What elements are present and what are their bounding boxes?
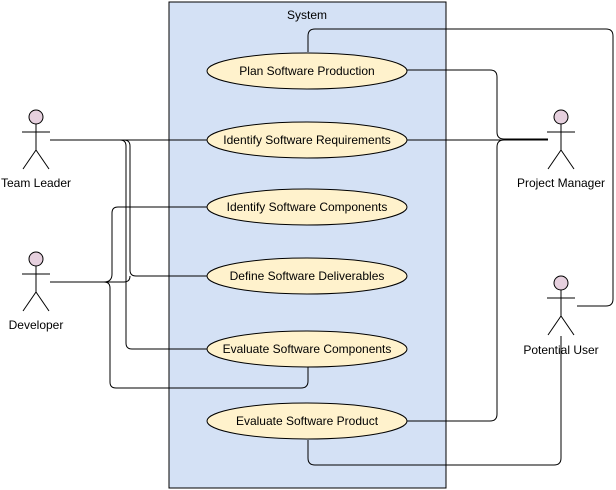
use-case-label: Plan Software Production — [239, 64, 374, 78]
connector-potential-user-plan-software-production — [307, 28, 614, 307]
use-case-evaluate-software-components[interactable]: Evaluate Software Components — [206, 330, 408, 368]
use-case-plan-software-production[interactable]: Plan Software Production — [206, 52, 408, 90]
actor-project-manager[interactable]: Project Manager — [517, 109, 605, 190]
stick-figure-icon — [22, 251, 50, 312]
actors: Team Leader Developer Project Manager — [1, 109, 605, 357]
use-case-label: Identify Software Components — [227, 200, 388, 214]
connector-team-leader-define-software-deliverables — [50, 139, 208, 277]
use-cases: Plan Software Production Identify Softwa… — [206, 52, 408, 440]
actor-label: Team Leader — [1, 176, 71, 190]
actor-developer[interactable]: Developer — [9, 251, 64, 332]
connector-developer-define-software-deliverables — [50, 275, 131, 283]
use-case-label: Identify Software Requirements — [223, 133, 390, 147]
use-case-identify-software-components[interactable]: Identify Software Components — [206, 188, 408, 226]
use-case-label: Evaluate Software Product — [236, 414, 379, 428]
connector-potential-user-evaluate-software-product — [307, 336, 562, 466]
use-case-label: Define Software Deliverables — [230, 269, 385, 283]
system-label: System — [287, 8, 327, 22]
use-case-evaluate-software-product[interactable]: Evaluate Software Product — [206, 402, 408, 440]
stick-figure-icon — [547, 275, 575, 336]
actor-label: Project Manager — [517, 176, 605, 190]
use-case-identify-software-requirements[interactable]: Identify Software Requirements — [206, 121, 408, 159]
actor-potential-user[interactable]: Potential User — [523, 275, 599, 357]
actor-team-leader[interactable]: Team Leader — [1, 109, 71, 190]
stick-figure-icon — [547, 109, 575, 170]
connector-project-manager-evaluate-software-product — [405, 139, 505, 422]
use-case-label: Evaluate Software Components — [223, 342, 392, 356]
connector-team-leader-evaluate-software-components — [119, 139, 208, 350]
actor-label: Potential User — [523, 343, 598, 357]
actor-label: Developer — [9, 318, 64, 332]
stick-figure-icon — [22, 109, 50, 170]
connectors — [50, 28, 614, 466]
connector-developer-evaluate-software-components — [50, 281, 309, 389]
use-case-define-software-deliverables[interactable]: Define Software Deliverables — [206, 257, 408, 295]
connector-project-manager-plan-software-production — [405, 69, 548, 140]
